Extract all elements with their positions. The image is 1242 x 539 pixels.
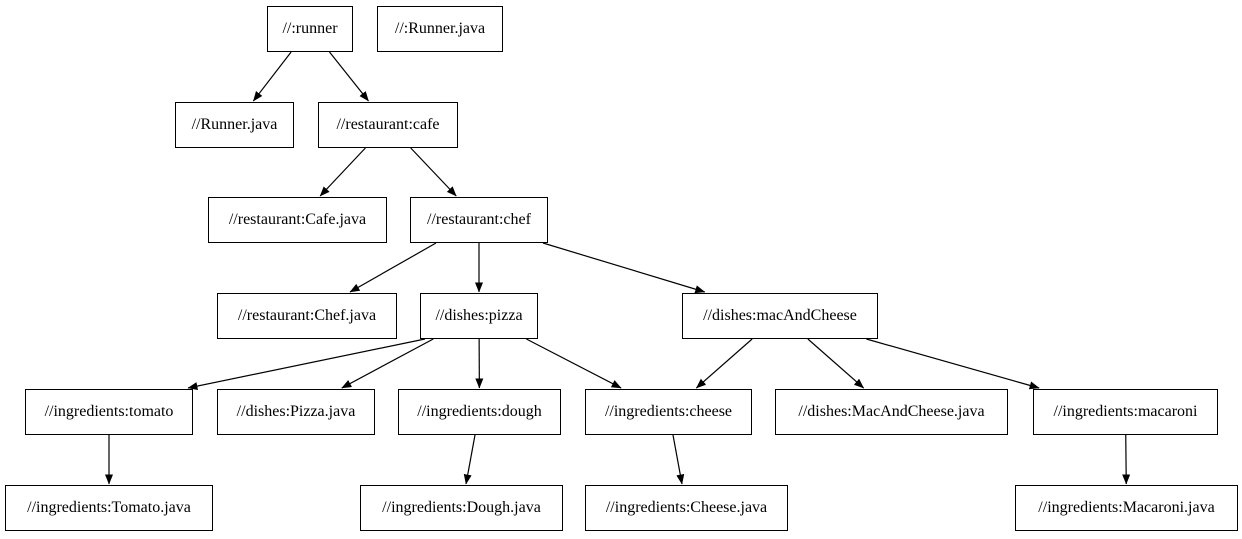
graph-edge-macandcheese-macaroni (866, 338, 1040, 390)
graph-node-label: //ingredients:macaroni (1053, 403, 1198, 420)
graph-node-pizza: //dishes:pizza (420, 293, 538, 339)
graph-node-label: //ingredients:dough (417, 403, 542, 420)
graph-edge-macandcheese-macandcheese-java (807, 338, 865, 389)
graph-node-label: //dishes:MacAndCheese.java (798, 403, 985, 420)
graph-edge-cafe-cafe-java (319, 147, 366, 197)
graph-node-runner-java-root: //:Runner.java (377, 6, 503, 52)
graph-edge-runner-cafe (329, 51, 369, 102)
graph-node-label: //:Runner.java (394, 20, 486, 37)
graph-node-label: //Runner.java (191, 116, 278, 133)
graph-node-tomato: //ingredients:tomato (25, 389, 193, 435)
graph-edge-pizza-pizza-java (341, 338, 434, 389)
graph-node-cheese-java: //ingredients:Cheese.java (585, 485, 788, 531)
graph-node-cafe: //restaurant:cafe (318, 102, 458, 148)
graph-edge-cheese-cheese-java (672, 434, 685, 485)
graph-node-label: //ingredients:tomato (44, 403, 174, 420)
graph-node-label: //ingredients:Macaroni.java (1038, 499, 1215, 516)
graph-node-macaroni: //ingredients:macaroni (1033, 389, 1218, 435)
graph-node-runner: //:runner (267, 6, 353, 52)
graph-node-label: //restaurant:cafe (336, 116, 440, 133)
graph-node-dough-java: //ingredients:Dough.java (360, 485, 563, 531)
graph-node-label: //ingredients:Tomato.java (27, 499, 191, 516)
graph-node-macandcheese: //dishes:macAndCheese (682, 293, 878, 339)
graph-node-cafe-java: //restaurant:Cafe.java (208, 197, 387, 243)
graph-node-label: //dishes:Pizza.java (236, 403, 356, 420)
graph-node-label: //restaurant:chef (427, 211, 531, 228)
graph-node-label: //ingredients:Cheese.java (605, 499, 768, 516)
graph-node-label: //restaurant:Chef.java (237, 307, 377, 324)
graph-edge-pizza-tomato (187, 338, 426, 390)
graph-edge-macaroni-macaroni-java (1122, 434, 1131, 485)
graph-node-label: //dishes:macAndCheese (703, 307, 857, 324)
graph-node-macaroni-java: //ingredients:Macaroni.java (1015, 485, 1238, 531)
graph-edge-chef-macandcheese (542, 242, 706, 294)
graph-node-tomato-java: //ingredients:Tomato.java (5, 485, 213, 531)
graph-node-label: //dishes:pizza (435, 307, 523, 324)
graph-node-chef-java: //restaurant:Chef.java (217, 293, 397, 339)
graph-edge-runner-runner-java-file (252, 51, 292, 102)
graph-node-label: //:runner (282, 20, 338, 37)
graph-node-pizza-java: //dishes:Pizza.java (217, 389, 375, 435)
graph-node-label: //ingredients:Dough.java (382, 499, 541, 516)
graph-node-label: //restaurant:Cafe.java (228, 211, 367, 228)
graph-edge-cafe-chef (410, 147, 457, 197)
graph-node-dough: //ingredients:dough (398, 389, 561, 435)
graph-node-label: //ingredients:cheese (604, 403, 733, 420)
graph-edge-macandcheese-cheese (695, 338, 753, 389)
graph-node-macandcheese-java: //dishes:MacAndCheese.java (775, 389, 1008, 435)
graph-edge-chef-chef-java (349, 242, 437, 293)
graph-node-chef: //restaurant:chef (410, 197, 548, 243)
graph-edge-pizza-cheese (526, 338, 622, 389)
graph-node-runner-java-file: //Runner.java (175, 102, 294, 148)
graph-node-cheese: //ingredients:cheese (585, 389, 752, 435)
graph-edge-dough-dough-java (463, 434, 476, 485)
